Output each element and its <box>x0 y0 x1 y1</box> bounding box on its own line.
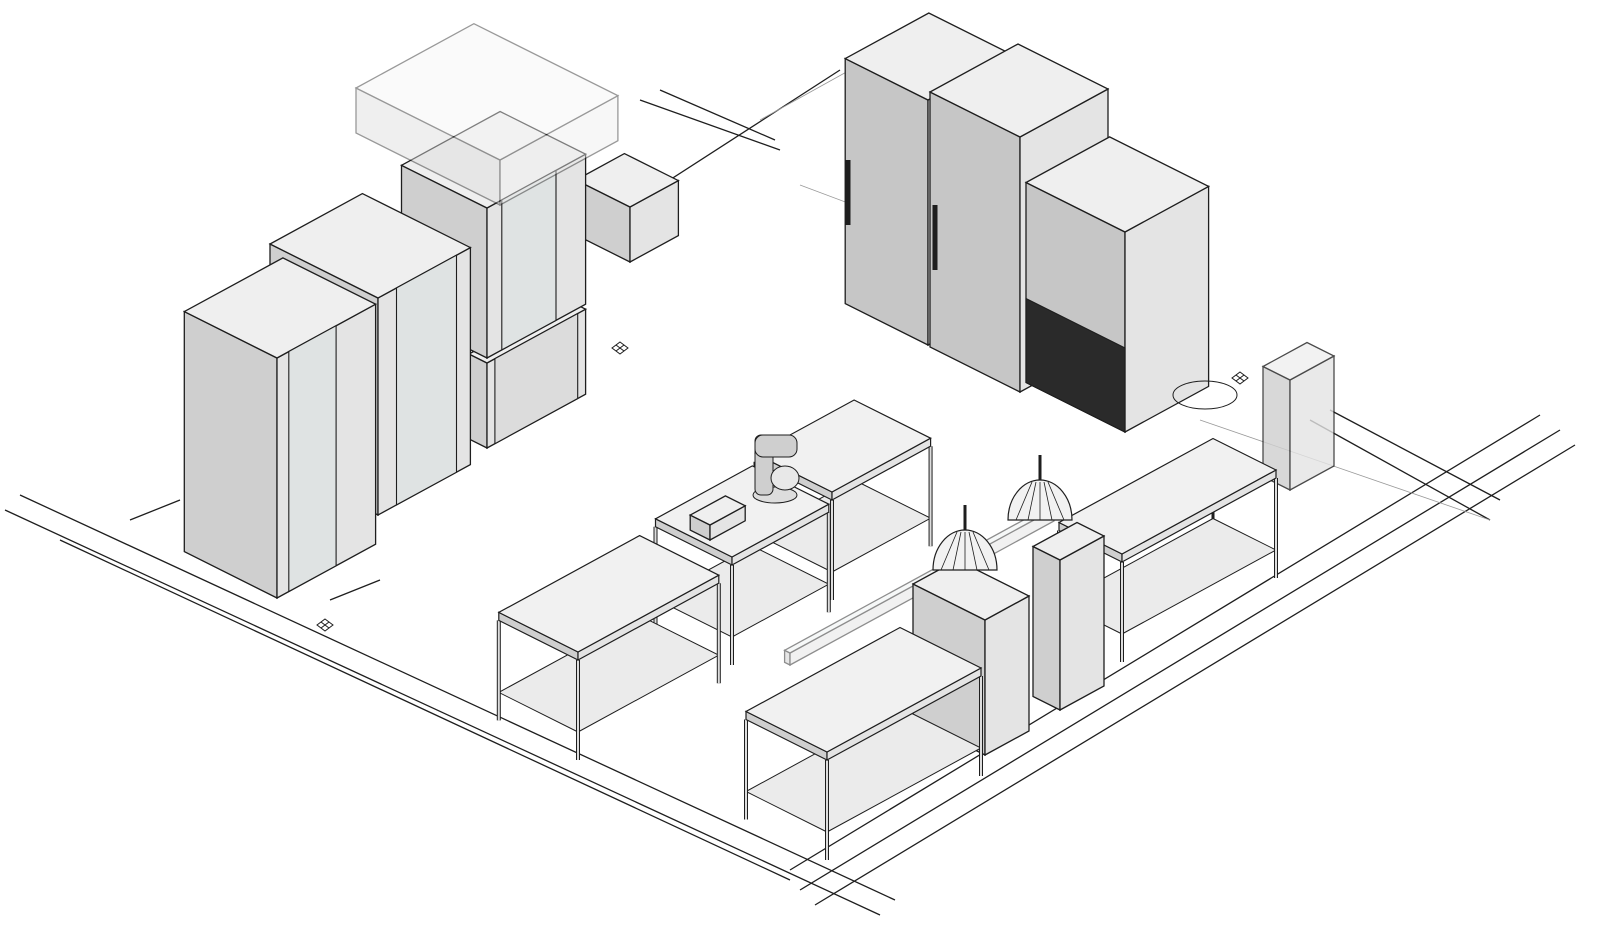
tabletop <box>744 626 983 753</box>
drain-grate <box>320 621 330 629</box>
dome-rib <box>1047 481 1065 521</box>
oven-door-glass <box>288 324 337 593</box>
drain-grate <box>615 344 625 352</box>
top-face <box>928 43 1110 138</box>
left-face <box>1032 545 1061 712</box>
top-face <box>1024 136 1211 233</box>
left-face <box>844 57 929 347</box>
wall-line <box>1329 409 1501 501</box>
wall-line <box>1309 419 1491 521</box>
wall-line <box>639 99 781 151</box>
chiller-control-panel <box>1025 297 1126 433</box>
right-face <box>499 94 619 207</box>
right-face <box>1059 534 1105 712</box>
top-face <box>574 152 680 208</box>
top-face <box>182 257 378 359</box>
guide-line <box>759 69 851 121</box>
combi-oven-1 <box>182 257 378 600</box>
dome-rib <box>1027 481 1037 521</box>
guide-line <box>1199 419 1491 521</box>
worktable-1 <box>496 534 721 760</box>
top-face <box>1261 341 1336 381</box>
drain-outline <box>316 618 334 632</box>
rounder-dome <box>932 505 998 571</box>
planetary-mixer <box>752 434 800 504</box>
drain-outline <box>611 341 629 355</box>
wall-line <box>789 414 1541 871</box>
floor-drain-icon <box>316 618 334 632</box>
oven-door-glass <box>501 169 557 351</box>
floor-plan-lines <box>4 69 1576 916</box>
wall-line <box>814 444 1576 906</box>
mixer-head <box>754 434 798 458</box>
dome-rib <box>1015 481 1033 521</box>
stand-doors <box>494 312 579 445</box>
drain-grate <box>1235 374 1245 382</box>
dome-rib <box>940 531 958 571</box>
sink-table <box>574 152 680 264</box>
left-face <box>355 86 501 207</box>
worktable-3 <box>753 399 933 600</box>
oven-door-glass <box>395 254 458 506</box>
tabletop <box>497 534 721 653</box>
dome-rib <box>1043 481 1053 521</box>
dough-divider-stand <box>1261 341 1336 492</box>
top-face <box>688 495 747 526</box>
mixer-bowl <box>770 465 800 491</box>
dome-rib <box>952 531 962 571</box>
dough-rounder-1 <box>1031 521 1106 712</box>
wall-line <box>799 429 1561 891</box>
equipment-layer <box>182 12 1336 860</box>
worktable-front <box>744 626 983 860</box>
wall-line <box>659 89 776 141</box>
top-face <box>354 22 620 161</box>
dome-rib <box>972 531 990 571</box>
rounder-dome <box>1007 455 1073 521</box>
dome-rib <box>968 531 978 571</box>
drain-outline <box>1231 371 1249 385</box>
left-face <box>183 310 278 600</box>
left-face <box>468 352 488 450</box>
wall-line <box>59 539 791 881</box>
left-face <box>929 90 1021 394</box>
wall-line <box>329 579 381 601</box>
extraction-hood <box>354 22 620 207</box>
blast-chiller <box>1024 136 1211 434</box>
wall-line <box>4 509 881 916</box>
floor-drain-icon <box>611 341 629 355</box>
wall-line <box>19 494 896 901</box>
waste-bin-rim <box>1172 380 1238 410</box>
wall-line <box>129 499 181 521</box>
floor-drain-icon <box>1231 371 1249 385</box>
digital-scale <box>688 495 747 542</box>
top-face <box>1031 521 1106 561</box>
right-face <box>984 594 1030 757</box>
